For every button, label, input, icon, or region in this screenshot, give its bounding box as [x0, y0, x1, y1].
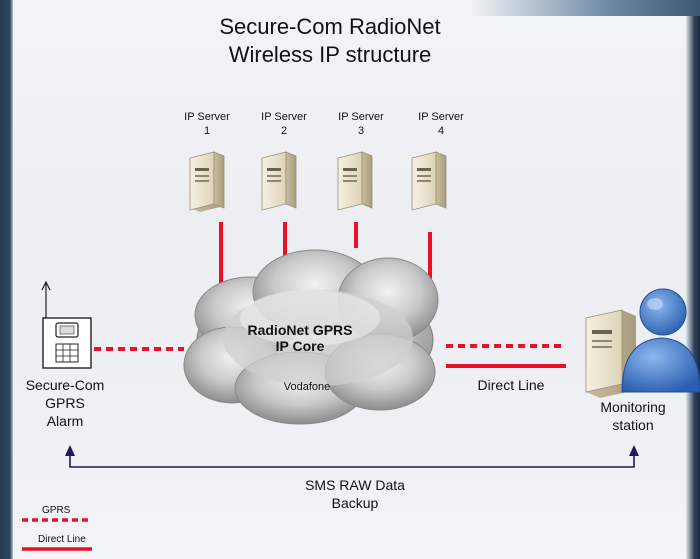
sms-backup-line-2: Backup	[331, 495, 379, 511]
server-label-2: IP Server 2	[249, 110, 319, 138]
server-name: IP Server	[418, 111, 464, 123]
cloud-label-line-1: RadioNet GPRS	[247, 322, 353, 338]
server-label-4: IP Server 4	[406, 110, 476, 138]
server-name: IP Server	[261, 111, 307, 123]
server-number: 2	[280, 125, 288, 137]
gprs-cloud	[183, 249, 439, 425]
sms-backup-line-1: SMS RAW Data	[305, 477, 405, 493]
server-icon	[411, 151, 447, 211]
alarm-label-line-1: Secure-Com	[25, 377, 105, 393]
monitoring-station-icon	[585, 288, 700, 398]
monitoring-label-line-2: station	[612, 417, 654, 433]
server-icon	[337, 151, 373, 211]
title-line-1: Secure-Com RadioNet	[219, 14, 441, 39]
server-number: 4	[437, 125, 445, 137]
alarm-label-line-3: Alarm	[46, 413, 84, 429]
legend-gprs-label: GPRS	[42, 505, 71, 516]
servers	[189, 151, 447, 212]
right-edge	[686, 0, 700, 559]
server-number: 1	[203, 125, 211, 137]
monitoring-label-line-1: Monitoring	[600, 399, 666, 415]
title-line-2: Wireless IP structure	[228, 42, 432, 67]
direct-line-label: Direct Line	[477, 377, 545, 393]
server-label-1: IP Server 1	[172, 110, 242, 138]
cloud-label: RadioNet GPRS IP Core	[230, 322, 370, 354]
sms-backup-arrow	[65, 445, 639, 468]
top-accent-band	[470, 0, 700, 16]
server-name: IP Server	[184, 111, 230, 123]
server-label-3: IP Server 3	[326, 110, 396, 138]
alarm-device-icon	[41, 280, 92, 369]
legend-direct-label: Direct Line	[38, 534, 86, 545]
server-name: IP Server	[338, 111, 384, 123]
server-icon	[261, 151, 297, 211]
cloud-provider: Vodafone	[283, 381, 331, 393]
monitoring-label: Monitoring station	[578, 398, 688, 434]
sms-backup-label: SMS RAW Data Backup	[280, 476, 430, 512]
server-number: 3	[357, 125, 365, 137]
alarm-label: Secure-Com GPRS Alarm	[10, 376, 120, 430]
cloud-label-line-2: IP Core	[275, 338, 325, 354]
alarm-label-line-2: GPRS	[45, 395, 85, 411]
server-icon	[189, 151, 225, 212]
